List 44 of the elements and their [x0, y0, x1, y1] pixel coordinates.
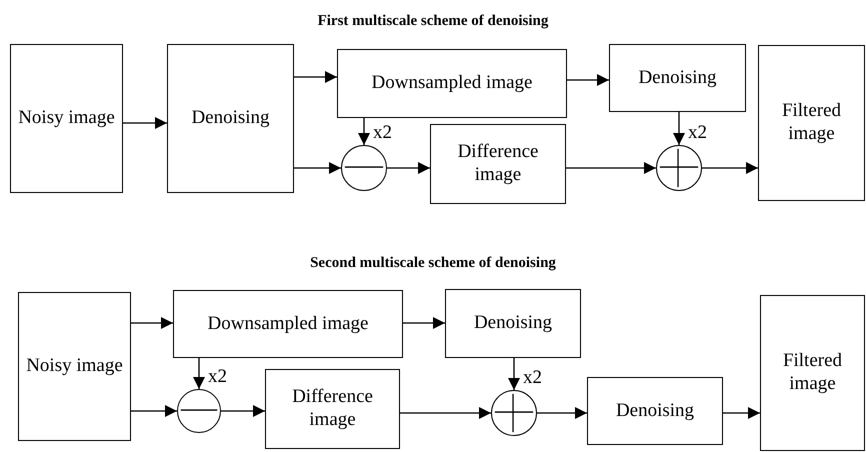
- arrow: [508, 358, 520, 390]
- process-box: [167, 44, 294, 193]
- node-label: Difference image: [291, 386, 374, 432]
- section-title: First multiscale scheme of denoising: [316, 12, 550, 31]
- process-box: [445, 289, 581, 358]
- process-box: [173, 290, 403, 358]
- arrow: [537, 407, 587, 419]
- arrow: [131, 317, 173, 329]
- arrow: [702, 162, 758, 174]
- arrow: [193, 358, 205, 389]
- process-box: [587, 377, 723, 445]
- arrow: [403, 317, 445, 329]
- process-box: [265, 369, 400, 449]
- process-box: [430, 124, 566, 204]
- arrow: [221, 405, 265, 417]
- arrow: [566, 162, 656, 174]
- arrow: [400, 407, 491, 419]
- node-label: Noisy image: [18, 107, 115, 130]
- node-label: Denoising: [474, 312, 552, 335]
- arrow: [294, 162, 341, 174]
- node-label: Denoising: [616, 400, 694, 422]
- node-label: Difference image: [456, 141, 540, 187]
- arrow: [567, 74, 609, 86]
- output-box: [760, 295, 865, 451]
- arrow: [358, 118, 370, 145]
- node-label: Noisy image: [26, 355, 123, 378]
- process-box: [337, 49, 567, 118]
- input-box: [10, 44, 123, 193]
- arrow: [294, 71, 337, 83]
- node-label: Downsampled image: [208, 312, 368, 336]
- input-box: [18, 292, 131, 441]
- section-title: Second multiscale scheme of denoising: [309, 254, 557, 273]
- arrow: [387, 162, 430, 174]
- node-label: Denoising: [638, 66, 717, 90]
- arrow: [123, 117, 167, 129]
- output-box: [758, 45, 865, 201]
- arrow: [723, 407, 760, 419]
- node-label: Downsampled image: [372, 72, 532, 95]
- process-box: [609, 44, 746, 112]
- arrow: [673, 112, 685, 145]
- node-label: Denoising: [191, 107, 270, 130]
- node-label: Filtered image: [782, 350, 844, 396]
- node-label: Filtered image: [780, 100, 842, 146]
- arrow: [131, 405, 177, 417]
